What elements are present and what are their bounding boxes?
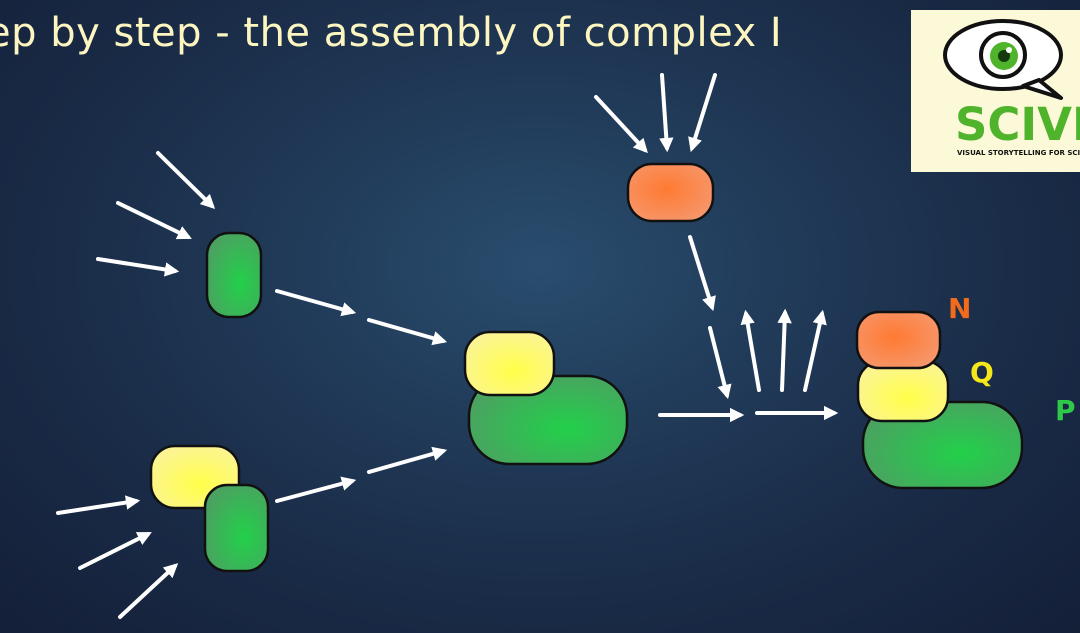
arrow — [275, 289, 357, 317]
logo-wordmark: SCIVIT — [955, 98, 1080, 151]
green-subunit — [203, 483, 270, 573]
arrow — [367, 318, 448, 346]
arrow — [367, 446, 448, 474]
arrow — [96, 257, 180, 277]
eye-speech-bubble-icon — [943, 19, 1063, 100]
logo-tagline: VISUAL STORYTELLING FOR SCIENCE — [957, 149, 1080, 157]
arrow — [594, 95, 648, 154]
scivit-logo: SCIVIT VISUAL STORYTELLING FOR SCIENCE — [911, 10, 1080, 172]
n-module — [855, 310, 942, 370]
green-subunit — [205, 231, 263, 319]
yellow-subunit — [463, 330, 556, 397]
arrow — [118, 563, 179, 619]
slide-title: ep by step - the assembly of complex I — [0, 10, 783, 56]
arrow — [659, 73, 674, 153]
arrow — [777, 308, 792, 392]
arrow — [803, 309, 827, 392]
arrow — [688, 73, 717, 153]
arrow — [740, 309, 761, 392]
label-p: P — [1055, 394, 1076, 427]
arrows — [56, 73, 839, 619]
label-q: Q — [970, 356, 994, 389]
arrow — [708, 326, 732, 400]
arrow — [56, 495, 141, 515]
arrow — [156, 151, 216, 210]
orange-subunit — [626, 162, 715, 223]
arrow — [688, 235, 716, 312]
label-n: N — [948, 292, 971, 325]
q-module — [856, 359, 950, 423]
arrow — [78, 532, 152, 570]
arrow — [116, 201, 192, 240]
arrow — [275, 476, 357, 503]
